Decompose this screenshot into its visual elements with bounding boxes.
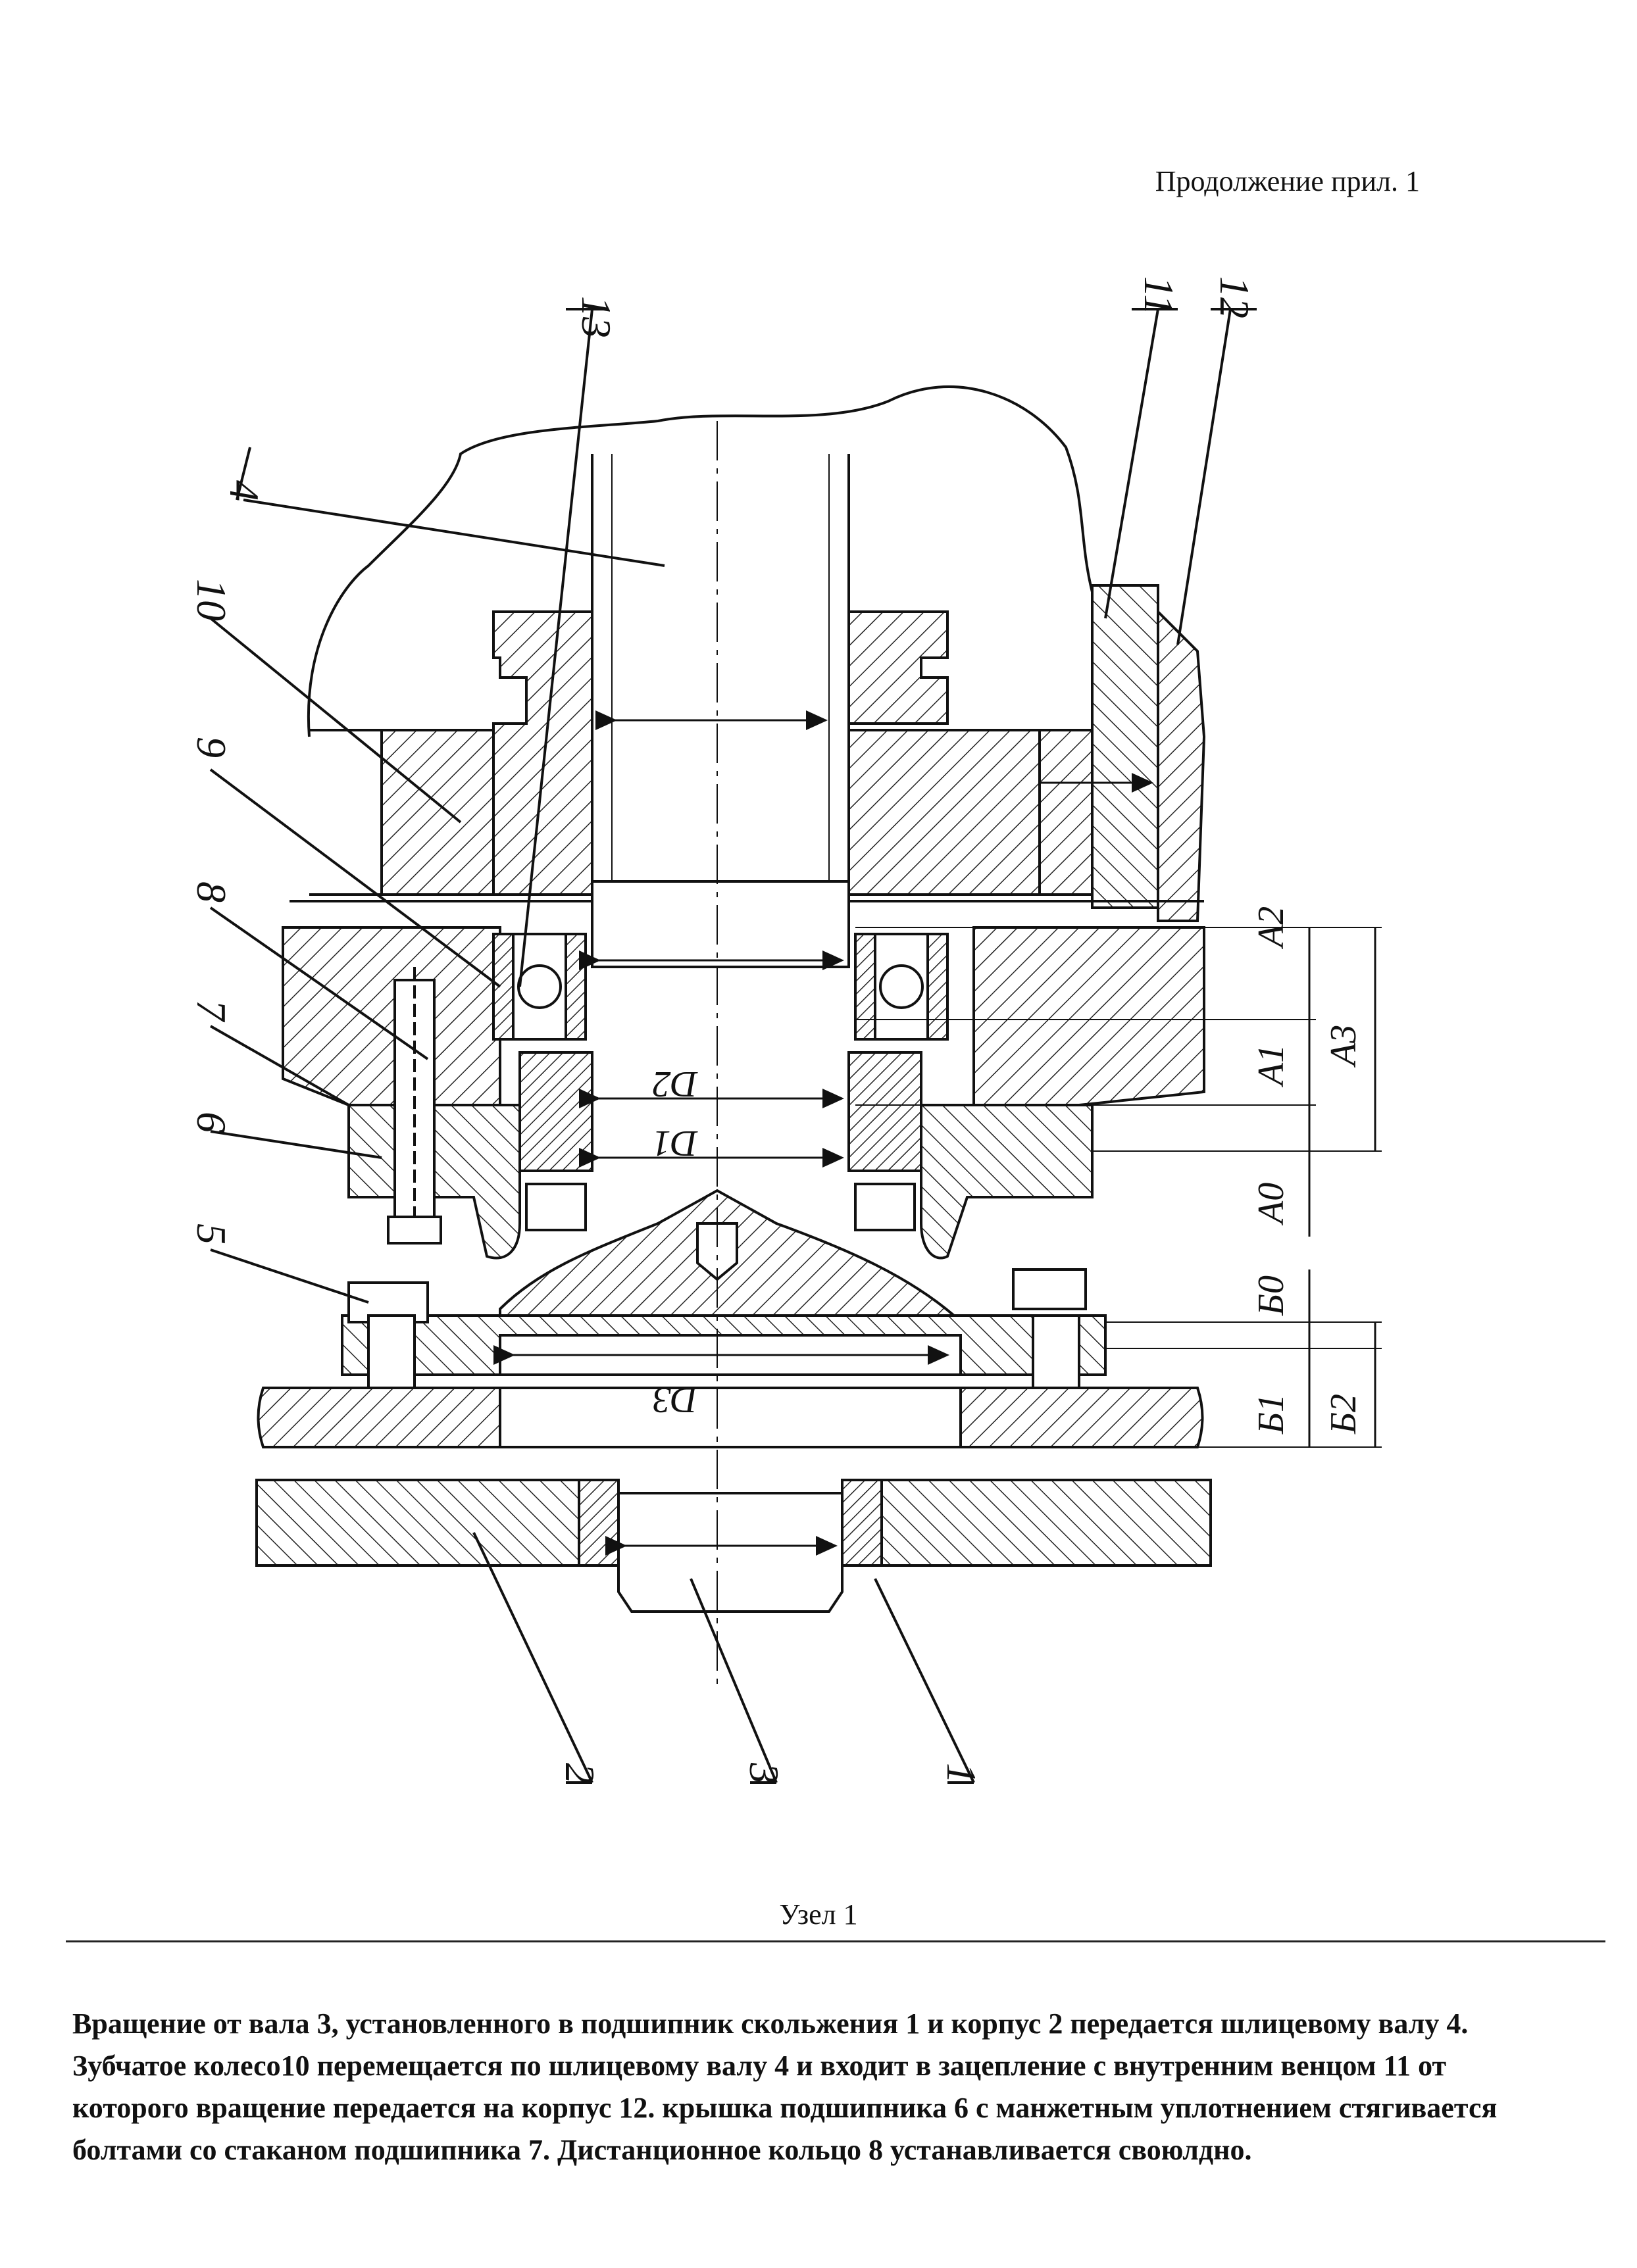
part-label-9: 9 bbox=[188, 737, 235, 758]
figure-caption: Узел 1 bbox=[779, 1898, 858, 1931]
part-label-4: 4 bbox=[221, 480, 268, 501]
dim-label-a2: A2 bbox=[1251, 906, 1292, 950]
description-text: Вращение от вала 3, установленного в под… bbox=[72, 2008, 1498, 2166]
assembly-drawing: 13 4 10 9 8 7 6 5 11 12 2 3 1 A2 A3 A1 A… bbox=[188, 276, 1382, 1784]
dim-label-a3: A3 bbox=[1323, 1025, 1364, 1068]
dim-label-d3: D3 bbox=[653, 1379, 698, 1420]
part-label-3: 3 bbox=[741, 1762, 788, 1784]
part-label-1: 1 bbox=[938, 1763, 985, 1784]
part-label-2: 2 bbox=[557, 1763, 603, 1784]
part-label-12: 12 bbox=[1211, 276, 1258, 318]
page-header: Продолжение прил. 1 bbox=[1155, 165, 1420, 197]
dim-label-d1: D1 bbox=[653, 1123, 698, 1164]
dim-label-b1: Б1 bbox=[1251, 1394, 1292, 1435]
part-label-13: 13 bbox=[573, 296, 620, 338]
dim-label-a1: A1 bbox=[1251, 1045, 1292, 1088]
part-label-6: 6 bbox=[188, 1112, 235, 1133]
part-label-7: 7 bbox=[188, 1000, 235, 1023]
part-label-8: 8 bbox=[188, 881, 235, 902]
divider bbox=[66, 1940, 1605, 1942]
part-label-5: 5 bbox=[188, 1223, 235, 1245]
part-label-10: 10 bbox=[188, 579, 235, 621]
part-label-11: 11 bbox=[1136, 276, 1182, 315]
dim-label-b0: Б0 bbox=[1251, 1275, 1292, 1316]
dim-label-a0: A0 bbox=[1251, 1183, 1292, 1226]
dim-label-b2: Б2 bbox=[1323, 1394, 1364, 1435]
dim-label-d2: D2 bbox=[653, 1064, 698, 1104]
